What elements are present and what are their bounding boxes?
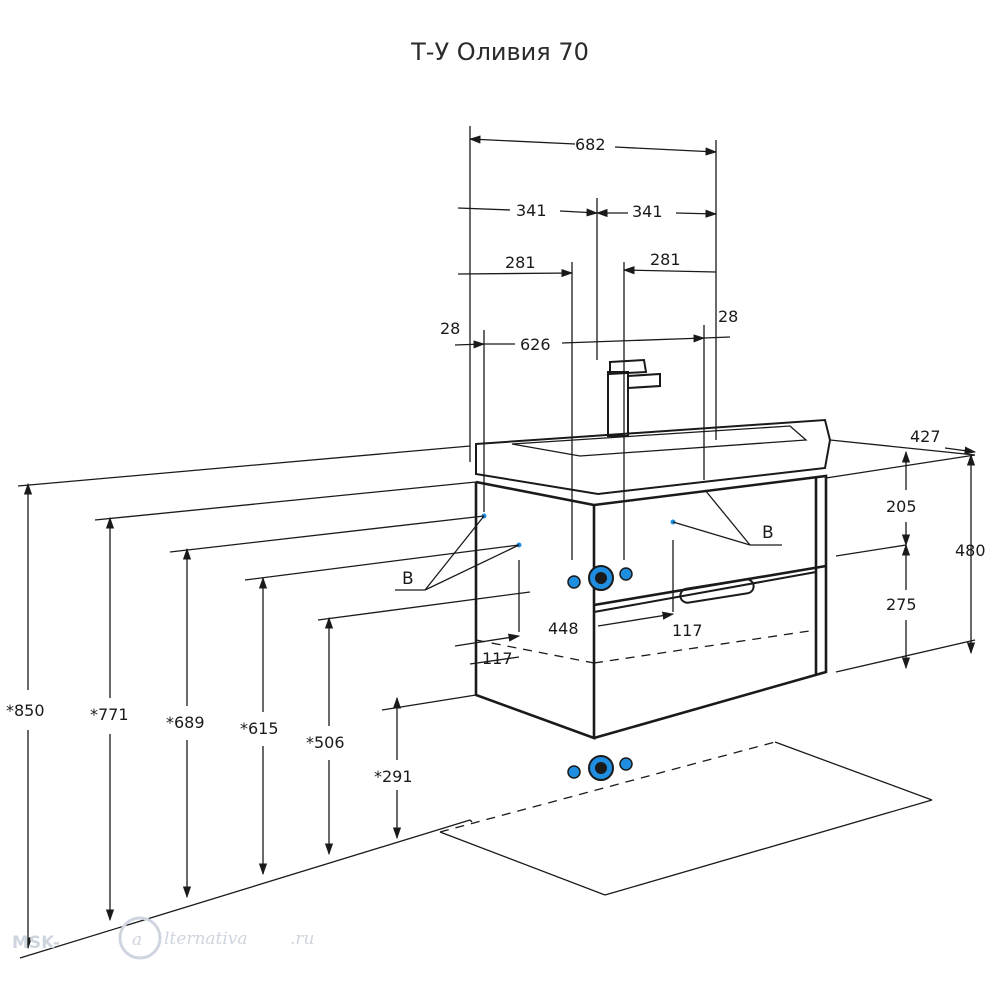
- dim-line-341-mid: [559, 208, 599, 217]
- sink-basin: [475, 418, 832, 496]
- dim-427: 427: [910, 427, 941, 446]
- top-extension-lines: [469, 126, 717, 560]
- dim-506: *506: [306, 733, 345, 752]
- watermark-logo: MSK- a lternativa .ru: [12, 916, 314, 960]
- dim-117-underline: [469, 656, 520, 665]
- dim-682: 682: [575, 135, 606, 154]
- dim-117-left: 117: [482, 649, 513, 668]
- dim-281-left: 281: [505, 253, 536, 272]
- dim-line-682-right: [614, 146, 718, 156]
- dim-line-682-left: [468, 135, 576, 145]
- dim-626: 626: [520, 335, 551, 354]
- dim-689: *689: [166, 713, 205, 732]
- watermark-text-2: lternativa: [164, 929, 248, 949]
- dim-line-626-right: [561, 334, 706, 344]
- dim-448: 448: [548, 619, 579, 638]
- dim-341-right: 341: [632, 202, 663, 221]
- svg-text:a: a: [132, 930, 142, 950]
- left-extension-lines: [17, 445, 531, 711]
- pipe-connections: [481, 513, 676, 781]
- mounting-leaders: [395, 489, 782, 591]
- dim-line-341-left: [457, 207, 511, 211]
- floor-outline: [19, 741, 933, 959]
- faucet: [607, 358, 661, 437]
- dim-line-448-right: [597, 611, 675, 627]
- dim-28-right: 28: [718, 307, 738, 326]
- dim-28-left: 28: [440, 319, 460, 338]
- right-extension-lines: [825, 439, 976, 673]
- dim-275: 275: [886, 595, 917, 614]
- dim-line-28-left: [454, 340, 486, 349]
- dim-615: *615: [240, 719, 279, 738]
- dim-line-28-right: [703, 336, 731, 339]
- dim-117-right: 117: [672, 621, 703, 640]
- dim-291: *291: [374, 767, 413, 786]
- diagram-title: Т-У Оливия 70: [411, 38, 589, 66]
- vanity-cabinet: [474, 474, 828, 740]
- dim-281-right: 281: [650, 250, 681, 269]
- mount-label-left: B: [402, 569, 414, 589]
- watermark-text-1: MSK-: [12, 933, 60, 953]
- dim-480: 480: [955, 541, 986, 560]
- dim-line-448-left: [454, 633, 521, 647]
- dim-205: 205: [886, 497, 917, 516]
- dim-850: *850: [6, 701, 45, 720]
- watermark-text-3: .ru: [290, 929, 314, 949]
- dim-line-427: [944, 446, 977, 455]
- dim-line-281-left: [457, 268, 574, 278]
- dim-341-left: 341: [516, 201, 547, 220]
- dim-line-281-right: [622, 266, 717, 275]
- dim-771: *771: [90, 705, 129, 724]
- mount-label-right: B: [762, 523, 774, 543]
- dim-line-341-right: [675, 209, 718, 218]
